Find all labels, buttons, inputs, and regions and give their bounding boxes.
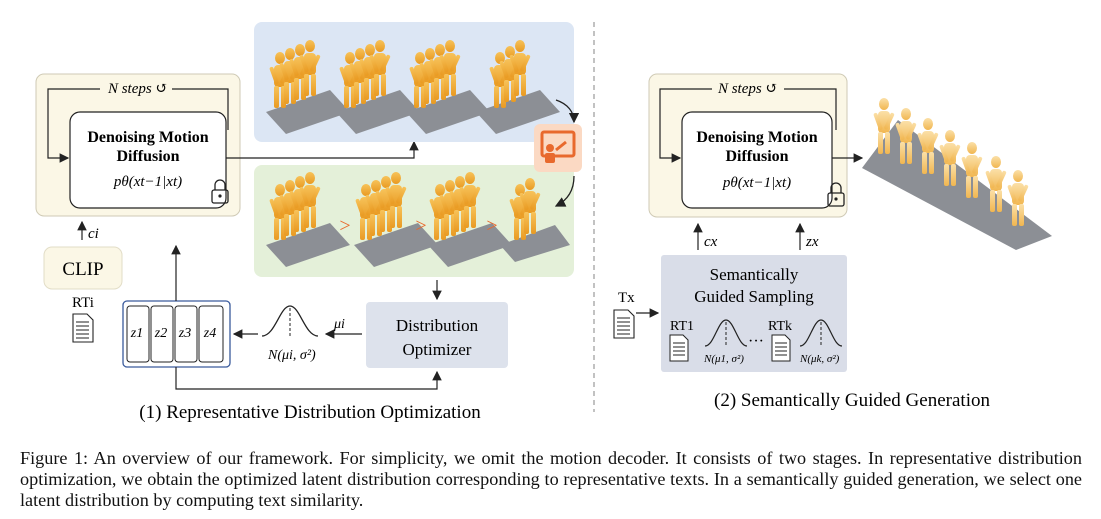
right-subtitle: (2) Semantically Guided Generation bbox=[714, 390, 990, 411]
clip-label: CLIP bbox=[62, 259, 103, 280]
zx-label: zx bbox=[805, 234, 819, 250]
ellipsis: ··· bbox=[748, 333, 764, 350]
optimizer-line1: Distribution bbox=[396, 316, 479, 335]
left-subtitle: (1) Representative Distribution Optimiza… bbox=[139, 402, 481, 423]
right-diffusion-inner-box bbox=[681, 111, 833, 209]
cx-label: cx bbox=[704, 234, 718, 250]
document-icon bbox=[613, 309, 635, 339]
ranked-motions bbox=[266, 172, 570, 267]
document-icon bbox=[669, 334, 689, 362]
mu-label: μi bbox=[333, 317, 345, 332]
z2: z2 bbox=[154, 326, 167, 341]
left-cond-label: ci bbox=[88, 226, 99, 242]
left-diffusion-inner-box bbox=[69, 111, 227, 209]
right-diffusion-formula: pθ(xt−1|xt) bbox=[722, 175, 791, 191]
tx-label: Tx bbox=[618, 290, 635, 306]
evaluator-icon bbox=[534, 124, 582, 172]
generated-motion bbox=[862, 98, 1052, 250]
sampling-line2: Guided Sampling bbox=[694, 287, 814, 306]
sampling-box bbox=[661, 255, 847, 372]
left-diffusion-title-1: Denoising Motion bbox=[87, 129, 208, 146]
optimizer-line2: Optimizer bbox=[403, 340, 472, 359]
right-diffusion-title-2: Diffusion bbox=[725, 148, 788, 165]
document-icon bbox=[771, 334, 791, 362]
z1: z1 bbox=[130, 326, 143, 341]
caption-text: Figure 1: An overview of our framework. … bbox=[20, 448, 1082, 510]
normal-label: N(μi, σ²) bbox=[267, 348, 316, 363]
normalk-label: N(μk, σ²) bbox=[799, 353, 840, 365]
left-steps-label: N steps ↺ bbox=[107, 81, 168, 97]
sampling-line1: Semantically bbox=[710, 265, 799, 284]
figure-caption: Figure 1: An overview of our framework. … bbox=[20, 448, 1082, 511]
optimizer-box bbox=[366, 302, 508, 368]
z3: z3 bbox=[178, 326, 191, 341]
framework-diagram: N steps ↺ Denoising Motion Diffusion pθ(… bbox=[35, 22, 1052, 423]
left-diffusion-title-2: Diffusion bbox=[116, 148, 179, 165]
lock-icon bbox=[827, 182, 845, 207]
rank-symbol-3: > bbox=[486, 215, 497, 237]
motion-samples bbox=[266, 40, 560, 134]
normal1-label: N(μ1, σ²) bbox=[703, 353, 744, 365]
rank-symbol-2: > bbox=[415, 215, 426, 237]
rtk-label: RTk bbox=[768, 319, 792, 334]
z4: z4 bbox=[203, 326, 216, 341]
document-icon bbox=[72, 313, 94, 343]
left-diffusion-formula: pθ(xt−1|xt) bbox=[113, 174, 182, 190]
rt-i-label: RTi bbox=[72, 295, 94, 311]
clip-box bbox=[43, 246, 123, 290]
rt1-label: RT1 bbox=[670, 319, 694, 334]
right-steps-label: N steps ↺ bbox=[717, 81, 778, 97]
lock-icon bbox=[211, 179, 229, 204]
rank-symbol-1: > bbox=[339, 215, 350, 237]
right-diffusion-title-1: Denoising Motion bbox=[696, 129, 817, 146]
